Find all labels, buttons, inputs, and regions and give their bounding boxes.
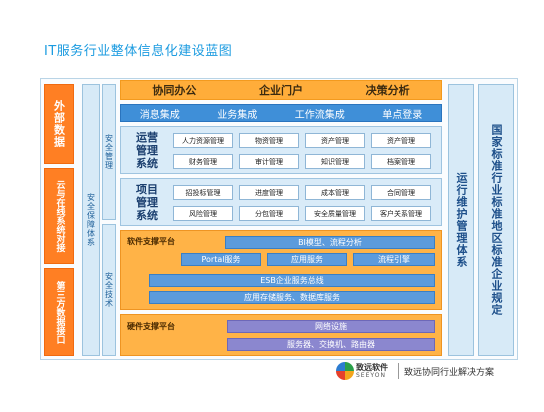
standards-column: 国家标准行业标准地区标准企业规定 <box>478 84 514 356</box>
page-title: IT服务行业整体信息化建设蓝图 <box>44 44 233 59</box>
cell-risk: 风险管理 <box>173 206 233 221</box>
cell-bidding: 招投标管理 <box>173 185 233 200</box>
footer-slogan: 致远协同行业解决方案 <box>404 368 495 378</box>
external-data-label: 外部数据 <box>52 100 66 148</box>
servers-pill: 服务器、交换机、路由器 <box>227 338 435 351</box>
network-pill: 网络设施 <box>227 320 435 333</box>
flow-engine-pill: 流程引擎 <box>353 253 435 266</box>
cell-archive: 档案管理 <box>371 154 431 169</box>
third-party-label: 第三方数据接口 <box>54 280 65 344</box>
ops-mgmt-panel: 运营 管理 系统 人力资源管理 物资管理 资产管理 资产管理 财务管理 审计管理… <box>120 126 442 174</box>
cell-schedule: 进度管理 <box>239 185 299 200</box>
ops-maintenance-label: 运行维护管理体系 <box>455 172 468 268</box>
storage-db-pill: 应用存储服务、数据库服务 <box>149 291 435 304</box>
standards-label: 国家标准行业标准地区标准企业规定 <box>490 124 503 316</box>
project-mgmt-panel: 项目 管理 系统 招投标管理 进度管理 成本管理 合同管理 风险管理 分包管理 … <box>120 178 442 226</box>
project-mgmt-title: 项目 管理 系统 <box>136 183 158 222</box>
brand-name-en: SEEYON <box>356 372 386 379</box>
hardware-platform-title: 硬件支撑平台 <box>127 322 175 331</box>
cell-contract: 合同管理 <box>371 185 431 200</box>
security-mgmt-column: 安全管理 <box>102 84 116 220</box>
bi-model-pill: BI模型、流程分析 <box>225 236 435 249</box>
msg-integration-label: 消息集成 <box>139 109 180 121</box>
esb-pill: ESB企业服务总线 <box>149 274 435 287</box>
cloud-system-label: 云与在线系统对接 <box>54 180 65 252</box>
third-party-box: 第三方数据接口 <box>44 268 74 356</box>
cell-materials: 物资管理 <box>239 133 299 148</box>
collab-office-label: 协同办公 <box>152 84 197 97</box>
cell-audit: 审计管理 <box>239 154 299 169</box>
cell-safety-quality: 安全质量管理 <box>305 206 365 221</box>
security-system-column: 安全保障体系 <box>82 84 100 356</box>
app-service-pill: 应用服务 <box>267 253 347 266</box>
security-mgmt-label: 安全管理 <box>104 134 114 170</box>
external-data-box: 外部数据 <box>44 84 74 164</box>
biz-integration-label: 业务集成 <box>217 109 258 121</box>
ops-maintenance-column: 运行维护管理体系 <box>448 84 474 356</box>
top-app-bar: 协同办公 企业门户 决策分析 <box>120 80 442 100</box>
cell-cost: 成本管理 <box>305 185 365 200</box>
enterprise-portal-label: 企业门户 <box>258 84 303 97</box>
software-platform-title: 软件支撑平台 <box>127 237 175 246</box>
brand-name: 致远软件 <box>356 363 388 372</box>
workflow-integration-label: 工作流集成 <box>294 109 345 121</box>
security-system-label: 安全保障体系 <box>86 193 96 247</box>
cell-hr: 人力资源管理 <box>173 133 233 148</box>
cloud-system-box: 云与在线系统对接 <box>44 168 74 264</box>
security-tech-label: 安全技术 <box>104 272 114 308</box>
decision-analysis-label: 决策分析 <box>365 84 410 97</box>
cell-finance: 财务管理 <box>173 154 233 169</box>
software-platform-panel: 软件支撑平台 BI模型、流程分析 Portal服务 应用服务 流程引擎 ESB企… <box>120 230 442 310</box>
cell-assets-1: 资产管理 <box>305 133 365 148</box>
sso-label: 单点登录 <box>382 109 423 121</box>
portal-service-pill: Portal服务 <box>181 253 261 266</box>
footer-divider <box>398 363 399 379</box>
security-tech-column: 安全技术 <box>102 224 116 356</box>
seeyon-logo-icon <box>336 362 354 380</box>
ops-mgmt-title: 运营 管理 系统 <box>136 131 158 170</box>
cell-crm: 客户关系管理 <box>371 206 431 221</box>
cell-knowledge: 知识管理 <box>305 154 365 169</box>
cell-subcontract: 分包管理 <box>239 206 299 221</box>
integration-bar: 消息集成 业务集成 工作流集成 单点登录 <box>120 104 442 122</box>
hardware-platform-panel: 硬件支撑平台 网络设施 服务器、交换机、路由器 <box>120 314 442 356</box>
cell-assets-2: 资产管理 <box>371 133 431 148</box>
